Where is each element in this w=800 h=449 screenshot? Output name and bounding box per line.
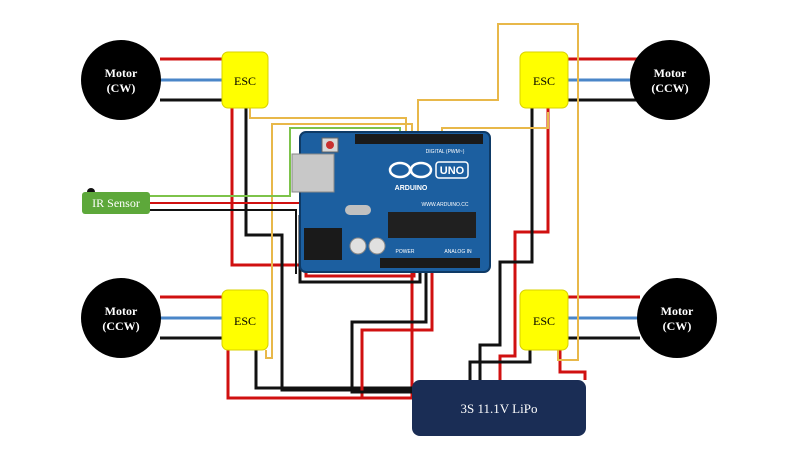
- capacitor: [349, 237, 367, 255]
- website-label: WWW.ARDUINO.CC: [422, 202, 469, 208]
- motor-direction: (CW): [107, 81, 136, 95]
- motor-label: Motor: [654, 66, 687, 80]
- sensor-label: IR Sensor: [92, 196, 140, 210]
- arduino-logo: [388, 161, 433, 179]
- motor-top-left: Motor (CW): [81, 40, 161, 120]
- motor-label: Motor: [105, 66, 138, 80]
- power-label: POWER: [396, 249, 415, 255]
- usb-port: [291, 153, 335, 193]
- ir-sensor: IR Sensor: [82, 188, 150, 214]
- motor-bottom-left: Motor (CCW): [81, 278, 161, 358]
- esc-bottom-right: ESC: [519, 289, 569, 351]
- esc-label: ESC: [533, 314, 555, 328]
- esc-top-left: ESC: [221, 51, 269, 109]
- signal-wires: [249, 23, 579, 361]
- motor-label: Motor: [661, 304, 694, 318]
- esc-label: ESC: [234, 74, 256, 88]
- power-jack: [304, 228, 342, 260]
- esc-bottom-left: ESC: [221, 289, 269, 351]
- motor-direction: (CCW): [102, 319, 139, 333]
- capacitor: [368, 237, 386, 255]
- motor-top-right: Motor (CCW): [630, 40, 710, 120]
- analog-header: [380, 258, 480, 268]
- esc-top-right: ESC: [519, 51, 569, 109]
- battery-label: 3S 11.1V LiPo: [461, 401, 538, 416]
- esc-label: ESC: [533, 74, 555, 88]
- lipo-battery: 3S 11.1V LiPo: [412, 380, 586, 436]
- motor-wires: [160, 57, 640, 340]
- atmega-chip: [388, 212, 476, 238]
- crystal: [345, 205, 371, 215]
- esc-label: ESC: [234, 314, 256, 328]
- arduino-board: UNO ARDUINO DIGITAL (PWM~) WWW.ARDUINO.C…: [291, 131, 491, 273]
- motor-direction: (CCW): [651, 81, 688, 95]
- board-model: UNO: [440, 165, 465, 177]
- analog-label: ANALOG IN: [444, 249, 472, 255]
- motor-bottom-right: Motor (CW): [637, 278, 717, 358]
- motor-direction: (CW): [663, 319, 692, 333]
- motor-label: Motor: [105, 304, 138, 318]
- digital-header: [355, 134, 483, 144]
- board-brand: ARDUINO: [395, 185, 428, 192]
- digital-label: DIGITAL (PWM~): [426, 149, 465, 155]
